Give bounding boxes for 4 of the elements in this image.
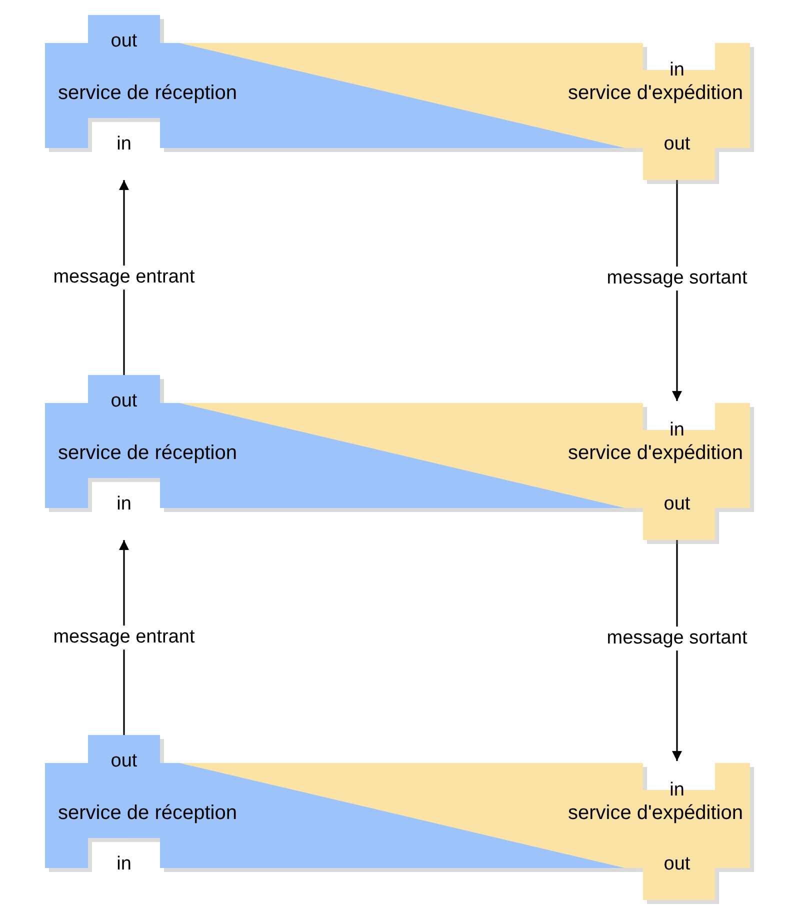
- arrow: [672, 540, 682, 761]
- arrow: [672, 180, 682, 401]
- arrow: [119, 180, 129, 375]
- arrow: [119, 540, 129, 735]
